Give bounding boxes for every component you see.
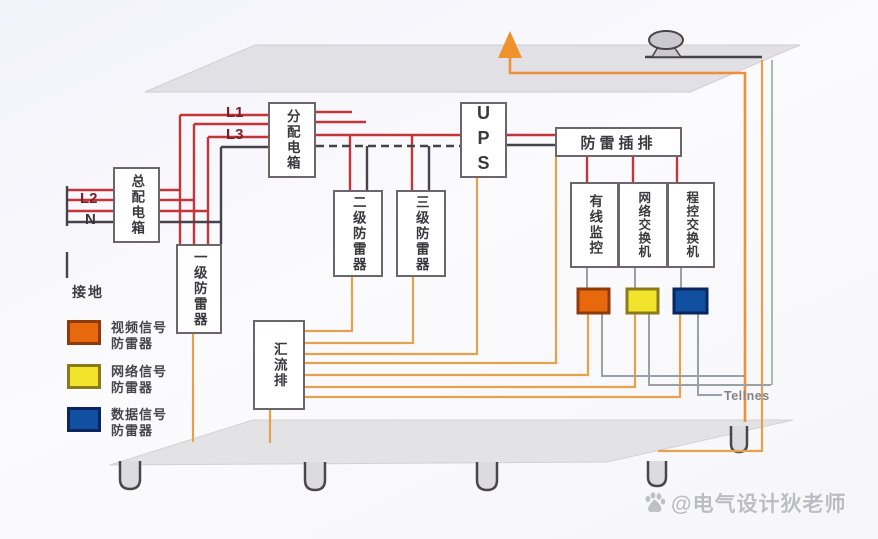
video-spd-swatch [67,320,101,345]
tel-lines-label: Tellnes [724,389,770,403]
cctv-label: 有线监控 [587,194,603,256]
spd-level2-label: 二级防雷器 [350,194,366,273]
network-spd-swatch [67,364,101,389]
neutral-lines [65,143,555,278]
legend-label-video: 视频信号 防雷器 [111,320,168,352]
ups-label: UPS [473,102,494,178]
pillar-icon [729,426,749,454]
spd-level1-label: 一级防雷器 [191,250,207,328]
sub-distribution-box-label: 分配电箱 [284,109,300,171]
wire-label-n: N [85,211,96,228]
dome-camera-icon [645,30,762,59]
watermark: @电气设计狄老师 [643,488,846,518]
pillar-icon [646,461,668,488]
network-spd-block [625,287,660,315]
pbx-box: 程控交换机 [667,182,715,268]
pbx-label: 程控交换机 [684,191,699,259]
data-spd-block [672,287,709,315]
watermark-text: @电气设计狄老师 [671,493,847,516]
spd-level3-box: 三级防雷器 [396,190,446,277]
legend-item-network: 网络信号 防雷器 [67,364,167,397]
baidu-paw-icon [645,492,666,513]
legend-item-data: 数据信号 防雷器 [67,407,167,440]
wire-label-l1: L1 [226,104,244,121]
legend-label-network: 网络信号 防雷器 [111,364,168,396]
ground-label: 接地 [72,284,104,300]
pillar-icon [118,461,142,491]
roof-conductor [498,31,747,422]
wire-label-l3: L3 [226,126,244,143]
main-distribution-box: 总配电箱 [113,167,160,243]
phase-lines [67,110,679,244]
pillar-icons [118,426,749,492]
wire-label-l2: L2 [80,190,98,207]
spd-level2-box: 二级防雷器 [333,190,383,277]
spd-power-strip-box: 防雷插排 [555,127,682,157]
ground-lines [191,60,764,453]
cctv-box: 有线监控 [570,182,619,268]
video-spd-block [576,287,611,315]
legend-label-data: 数据信号 防雷器 [111,407,168,439]
lightning-arrow-icon [498,31,522,58]
network-switch-label: 网络交换机 [636,191,651,259]
floor-plane [109,419,794,466]
spd-power-strip-label: 防雷插排 [580,134,657,152]
pillar-icon [303,462,327,492]
busbar-label: 汇流排 [271,341,287,389]
data-spd-swatch [67,407,101,432]
main-distribution-box-label: 总配电箱 [129,174,145,236]
network-switch-box: 网络交换机 [618,182,668,268]
legend-item-video: 视频信号 防雷器 [67,320,167,353]
ceiling-plane [144,44,801,93]
spd-level3-label: 三级防雷器 [413,194,429,273]
pillar-icon [475,462,499,492]
sub-distribution-box: 分配电箱 [268,102,316,178]
ups-box: UPS [460,102,507,178]
busbar-box: 汇流排 [253,320,305,410]
signal-lines [586,268,771,396]
spd-level1-box: 一级防雷器 [176,244,222,334]
spd-blocks [576,287,709,315]
